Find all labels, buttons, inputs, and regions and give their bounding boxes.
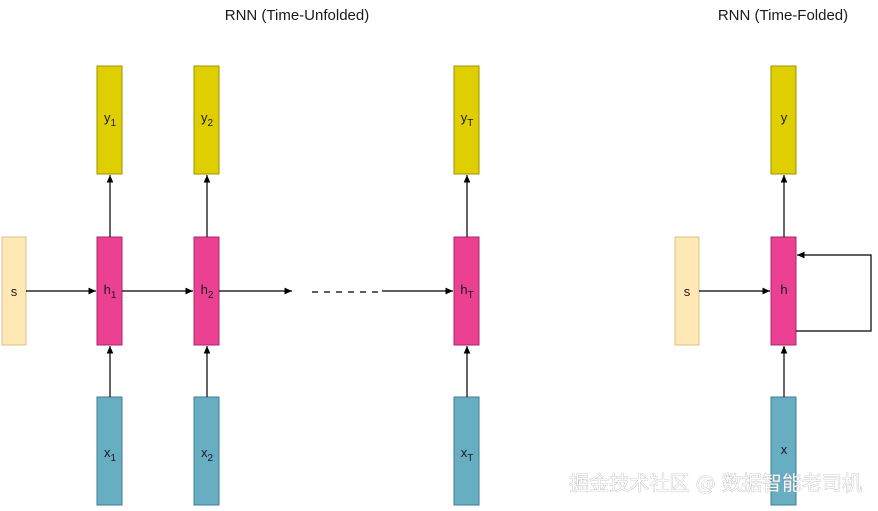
input-node-2 bbox=[193, 396, 220, 506]
folded-hidden-node bbox=[770, 236, 797, 346]
output-label-1: y1 bbox=[104, 110, 117, 129]
folded-title: RNN (Time-Folded) bbox=[718, 7, 848, 24]
input-label-2: x2 bbox=[201, 445, 214, 464]
hidden-label-1: h1 bbox=[104, 282, 117, 301]
folded-output-label: y bbox=[781, 110, 788, 125]
hidden-node-t bbox=[453, 236, 480, 346]
recurrent-loop-arrow bbox=[796, 251, 872, 332]
output-label-2: y2 bbox=[201, 110, 214, 129]
output-node-t bbox=[453, 65, 480, 175]
state-label: s bbox=[11, 284, 18, 299]
hidden-node-1 bbox=[96, 236, 123, 346]
folded-input-label: x bbox=[781, 442, 788, 457]
folded-input-node bbox=[770, 396, 797, 506]
input-label-1: x1 bbox=[104, 445, 117, 464]
input-label-t: xT bbox=[461, 445, 474, 464]
output-node-1 bbox=[96, 65, 123, 175]
folded-state-node bbox=[674, 236, 700, 346]
output-node-2 bbox=[193, 65, 220, 175]
state-node bbox=[1, 236, 27, 346]
hidden-label-2: h2 bbox=[201, 282, 214, 301]
unfolded-title: RNN (Time-Unfolded) bbox=[225, 7, 369, 24]
folded-output-node bbox=[770, 65, 797, 175]
input-node-t bbox=[453, 396, 480, 506]
hidden-node-2 bbox=[193, 236, 220, 346]
watermark-text: 掘金技术社区 @ 数据智能老司机 bbox=[569, 471, 862, 495]
hidden-label-t: hT bbox=[460, 282, 473, 301]
folded-state-label: s bbox=[684, 284, 691, 299]
folded-hidden-label: h bbox=[780, 282, 787, 297]
output-label-t: yT bbox=[461, 110, 474, 129]
